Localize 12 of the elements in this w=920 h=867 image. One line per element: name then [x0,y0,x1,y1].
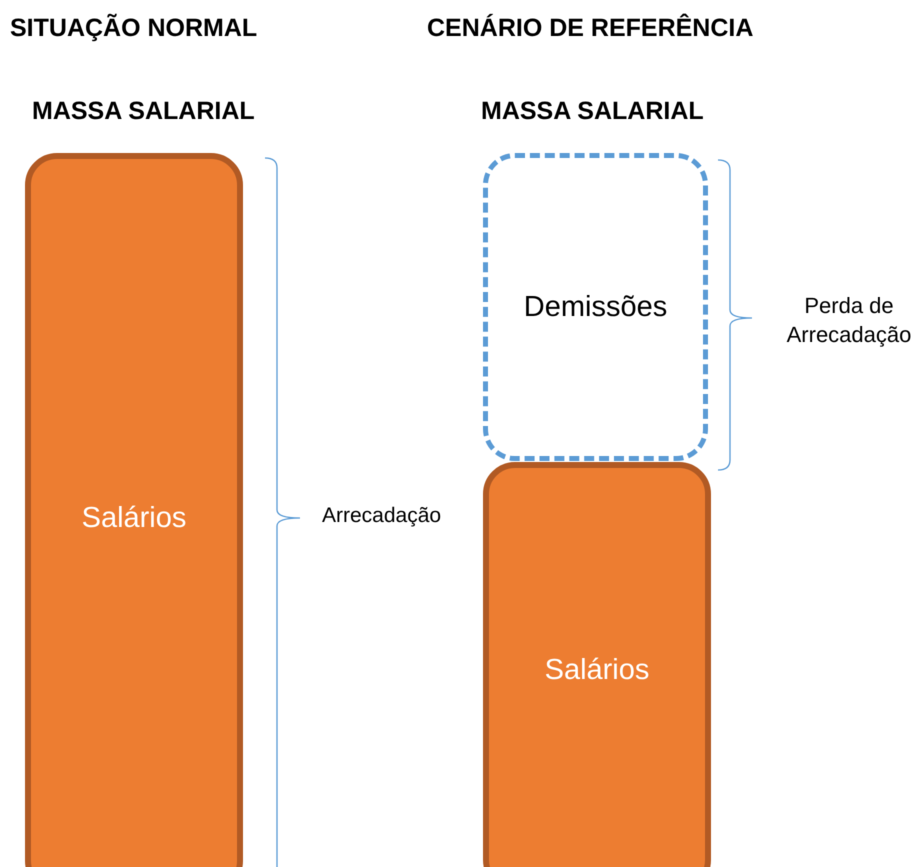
column-heading: CENÁRIO DE REFERÊNCIA [427,14,754,43]
segment-label: Salários [82,502,186,534]
column-heading: SITUAÇÃO NORMAL [10,14,258,43]
bracket-label: Perda de Arrecadação [786,292,912,349]
segment-label: Demissões [524,290,668,324]
bar-segment [25,153,243,867]
bar-segment [483,462,711,867]
column-heading: MASSA SALARIAL [32,97,255,126]
column-heading: MASSA SALARIAL [481,97,704,126]
segment-label: Salários [544,654,650,686]
bracket-label: Arrecadação [322,504,442,528]
dashed-box [483,153,708,461]
